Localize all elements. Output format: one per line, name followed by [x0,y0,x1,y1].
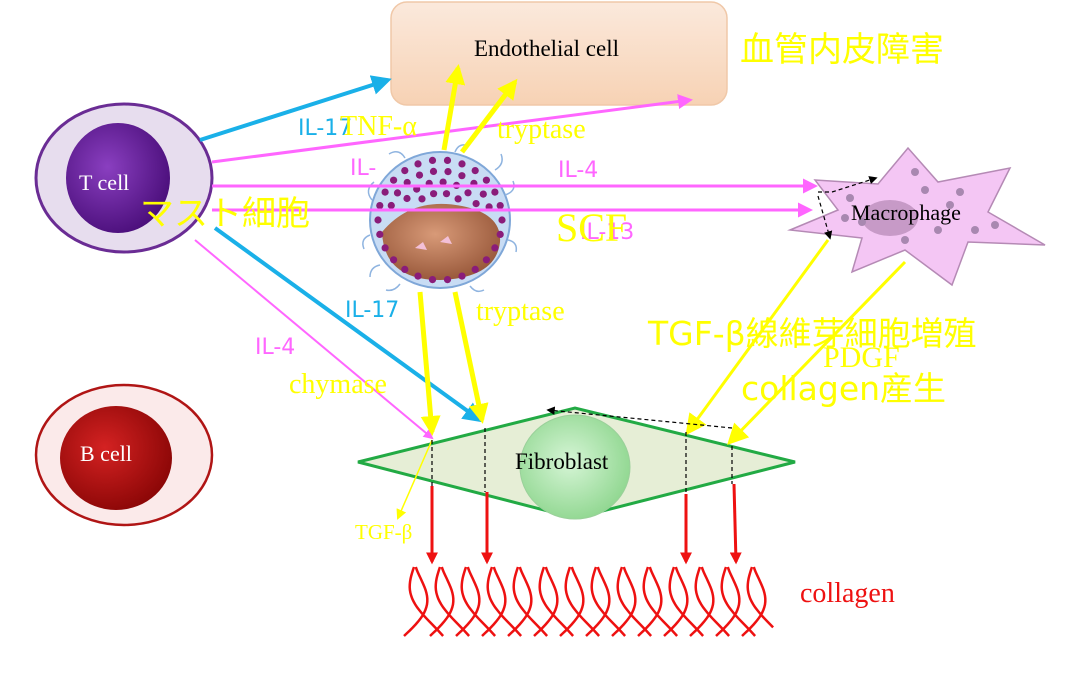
arrow-tryptase-to-endothelial [460,78,518,154]
t-cell-label: T cell [79,170,130,195]
collagen-strand [715,566,741,637]
collagen-strand [559,566,585,637]
collagen-strand [668,566,705,637]
collagen-strand [486,566,523,637]
collagen-strand [590,566,627,637]
scf-label: SCF [556,205,628,250]
collagen-strand [616,566,653,637]
mediator-il4-right: IL-4 [558,158,599,183]
collagen-label: collagen [800,578,895,609]
macrophage-label: Macrophage [851,200,961,225]
collagen-strand [481,566,507,637]
endothelial-cell-label: Endothelial cell [474,36,619,61]
collagen-strand [538,566,575,637]
mediator-il13: IL-13 [580,220,635,245]
collagen-strand [746,566,774,629]
collagen-strand [533,566,559,637]
mediator-tnf-alpha: TNF-α [340,111,417,142]
fibrosis-label-line1: TGF-β線維芽細胞増殖 [648,314,977,353]
pdgf-label: PDGF [823,341,900,374]
collagen-fibers [403,566,774,637]
collagen-strand [460,566,497,637]
mediator-il17-bottom: IL-17 [345,298,400,323]
collagen-strand [455,566,481,637]
mediator-tryptase-bottom: tryptase [476,296,565,327]
arrow-tryptase-to-fibroblast [452,291,489,424]
macrophage-shape [787,146,1046,287]
fibroblast-internal-signals [431,176,878,494]
arrow-macrophage-to-fibroblast-2 [727,260,907,446]
collagen-strand [507,566,533,637]
mediator-tgf-beta: TGF-β [355,520,413,544]
collagen-strand [434,566,471,637]
arrow-il4-to-fibroblast [194,239,434,440]
collagen-output-arrows [426,483,742,565]
arrow-chymase-to-fibroblast [417,291,441,436]
fibroblast-label: Fibroblast [515,449,609,474]
arrow-il17-to-fibroblast [213,226,484,423]
collagen-strand [408,566,445,637]
collagen-strand [564,566,601,637]
collagen-strand [663,566,689,637]
collagen-strand [689,566,715,637]
collagen-strand [403,566,429,637]
arrow-il17-to-endothelial [199,75,392,142]
mast-cell-label: マスト細胞 [140,194,310,234]
b-cell-shape [34,383,214,527]
collagen-strand [429,566,455,637]
t-cell-shape [34,102,214,254]
collagen-strand [611,566,637,637]
collagen-strand [694,566,731,637]
collagen-strand [741,566,767,637]
collagen-strand [512,566,549,637]
collagen-strand [585,566,611,637]
arrow-macrophage-to-fibroblast-1 [685,239,830,436]
b-cell-label: B cell [80,441,132,466]
collagen-strand [637,566,663,637]
mediator-il4-left: IL-4 [255,335,296,360]
vascular-damage-label: 血管内皮障害 [740,30,944,70]
fibrosis-label-line2: collagen産生 [741,369,947,408]
mediator-il4-top-partial: IL- [350,156,377,181]
mast-cell-shape [362,144,518,293]
mediator-chymase: chymase [289,369,387,400]
endothelial-cell-shape [390,1,728,106]
mediator-il17-top: IL-17 [298,116,353,141]
arrow-tgf-beta-out [396,439,433,520]
mediator-tryptase-top: tryptase [497,114,586,145]
collagen-strand [642,566,679,637]
arrow-t-to-endothelial [211,94,693,164]
arrow-tnf-to-endothelial [441,64,466,151]
collagen-strand [720,566,757,637]
